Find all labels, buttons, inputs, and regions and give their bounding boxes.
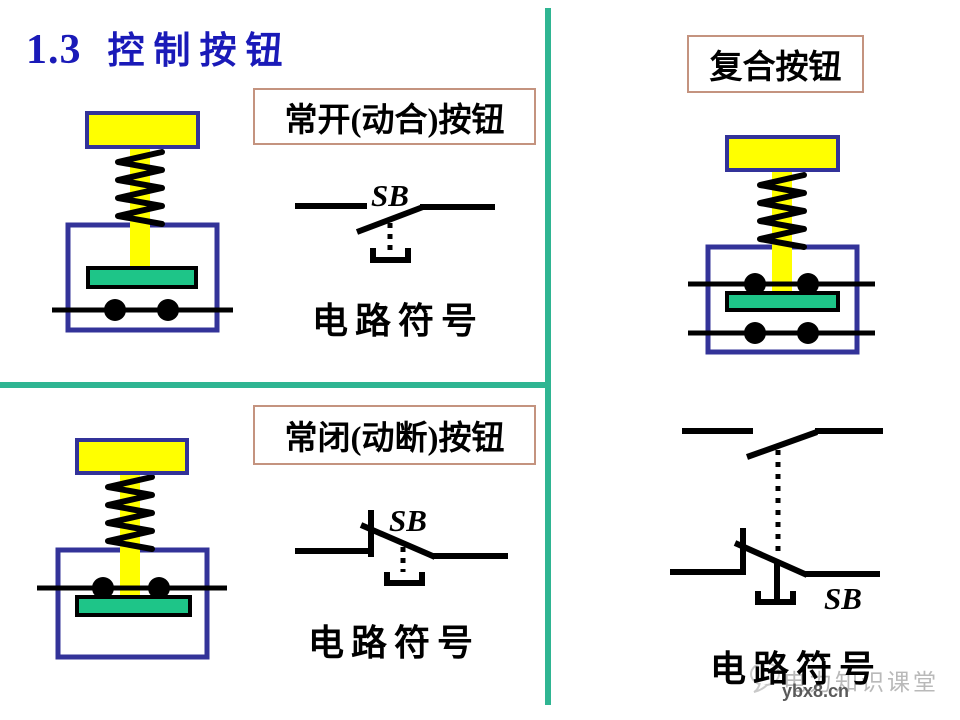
label-normally-open: 常开(动合)按钮 (253, 88, 536, 145)
vertical-divider (545, 8, 551, 705)
symbol-label-sb-compound: SB (824, 581, 862, 616)
pushbutton-actuator-icon (755, 591, 796, 605)
caption-circuit-symbol-compound: 电路符号 (710, 649, 883, 689)
pushbutton-actuator-icon (370, 248, 411, 263)
section-number: 1.3 (26, 27, 82, 73)
pushbutton-actuator-icon (384, 572, 425, 586)
compound-button-diagram (688, 135, 875, 355)
caption-circuit-symbol-no: 电路符号 (312, 301, 485, 341)
label-compound-button: 复合按钮 (687, 35, 864, 93)
watermark-site-name: 电力知识课堂 (783, 670, 939, 695)
symbol-label-sb-nc: SB (389, 503, 427, 538)
symbol-label-sb-no: SB (371, 178, 409, 213)
normally-closed-contact-symbol (295, 510, 508, 586)
spring-icon (115, 149, 165, 227)
normally-open-contact-symbol (295, 203, 495, 263)
watermark-bubble-icon (750, 662, 780, 693)
normally-open-button-diagram (52, 111, 233, 333)
page-title: 1.3 控制按钮 (26, 20, 292, 74)
spring-icon (757, 172, 807, 250)
horizontal-divider (0, 382, 548, 388)
spring-icon (105, 474, 155, 552)
label-normally-closed: 常闭(动断)按钮 (253, 405, 536, 465)
watermark-url: ybx8.cn (782, 681, 850, 701)
normally-closed-button-diagram (37, 438, 227, 660)
caption-circuit-symbol-nc: 电路符号 (308, 623, 481, 663)
compound-contact-symbol (670, 428, 883, 605)
section-title-text: 控制按钮 (107, 31, 292, 72)
